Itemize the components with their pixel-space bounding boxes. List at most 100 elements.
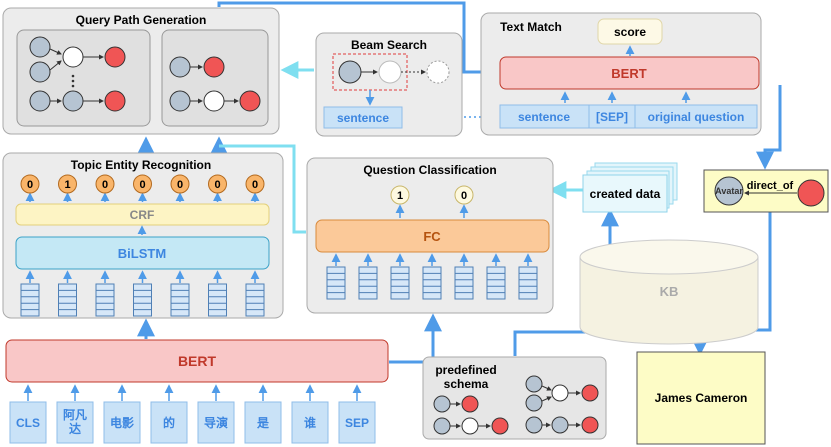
ner-hidden-stack xyxy=(20,283,40,317)
created-data-stack: created data xyxy=(582,162,678,213)
token-box xyxy=(9,401,47,444)
qc-hidden-stack xyxy=(454,266,474,300)
qc-output-label: 0 xyxy=(461,190,467,202)
text-match-title: Text Match xyxy=(500,20,562,34)
qp-node-red xyxy=(104,46,126,68)
beam-node-white xyxy=(378,60,402,84)
token-box xyxy=(103,401,141,444)
ner-hidden-stack xyxy=(208,283,227,317)
token-box xyxy=(244,401,282,444)
token-box xyxy=(56,401,94,444)
qp-node-gray xyxy=(29,61,51,83)
text-match-bert: BERT xyxy=(611,66,646,81)
ner-hidden-stack xyxy=(58,283,77,317)
ner-output-label: 0 xyxy=(177,179,183,191)
answer-path-box: Avatar direct_of xyxy=(703,169,829,213)
ner-output-label: 0 xyxy=(27,179,33,191)
token-box xyxy=(197,401,235,444)
ter-title: Topic Entity Recognition xyxy=(71,158,211,172)
tm-original-question-label: original question xyxy=(648,110,745,124)
ner-output-node xyxy=(170,174,190,194)
qc-output-node xyxy=(390,185,410,205)
qp-node-red xyxy=(239,90,261,112)
qp-node-white xyxy=(62,46,84,68)
qp-node-gray xyxy=(29,36,51,58)
ner-stack-group xyxy=(20,270,265,317)
token-label: 导演 xyxy=(204,415,228,430)
token-label: 谁 xyxy=(304,415,316,430)
crf-label: CRF xyxy=(130,208,155,222)
direct-of-label: direct_of xyxy=(747,180,794,192)
ner-hidden-stack xyxy=(133,283,152,317)
ner-output-node xyxy=(58,174,77,194)
qp-node-gray xyxy=(169,90,191,112)
qc-output-node xyxy=(454,185,474,205)
created-data-label: created data xyxy=(590,187,661,201)
score-label: score xyxy=(614,25,646,39)
ter-panel: Topic Entity Recognition 0 1 0 0 0 0 0 CRF BiL… xyxy=(2,152,284,319)
qp-node-gray xyxy=(62,90,84,112)
ner-output-node xyxy=(245,174,265,194)
ner-hidden-stack xyxy=(170,283,190,317)
token-label: 的 xyxy=(163,415,175,430)
beam-search-panel: Beam Search sentence xyxy=(315,32,463,137)
qc-hidden-stack xyxy=(390,266,410,300)
beam-node-dashed xyxy=(426,60,450,84)
director-node xyxy=(797,179,825,207)
qc-output-label: 1 xyxy=(397,190,403,202)
ner-output-label: 0 xyxy=(102,179,108,191)
ner-output-label: 0 xyxy=(252,179,258,191)
qc-stack-group xyxy=(326,253,538,300)
token-box xyxy=(150,401,188,444)
token-label: CLS xyxy=(16,416,40,430)
ner-output-label: 1 xyxy=(64,179,70,191)
ner-hidden-stack xyxy=(245,283,265,317)
beam-search-title: Beam Search xyxy=(351,38,427,52)
qp-node-red xyxy=(104,90,126,112)
qp-node-gray xyxy=(29,90,51,112)
answer-box: James Cameron xyxy=(636,351,766,445)
avatar-label: Avatar xyxy=(715,186,743,196)
token-group: CLS 阿凡达 电影 的 导演 是 谁 SEP xyxy=(9,384,376,444)
qc-hidden-stack xyxy=(518,266,538,300)
qp-node-white xyxy=(203,90,225,112)
ner-output-group: 0 1 0 0 0 0 0 xyxy=(20,174,265,202)
ner-output-node xyxy=(20,174,40,194)
ner-output-node xyxy=(95,174,115,194)
james-cameron-label: James Cameron xyxy=(655,391,748,405)
main-bert-section: BERT CLS 阿凡达 电影 的 导演 是 谁 SEP xyxy=(5,339,389,444)
qc-title: Question Classification xyxy=(363,163,496,177)
tm-sentence-label: sentence xyxy=(518,110,570,124)
qc-hidden-stack xyxy=(486,266,506,300)
kb-cylinder: KB xyxy=(579,239,759,345)
avatar-node xyxy=(714,176,744,206)
token-box xyxy=(338,401,376,444)
ner-output-label: 0 xyxy=(214,179,220,191)
token-box xyxy=(291,401,329,444)
qc-hidden-stack xyxy=(358,266,378,300)
tm-sep-label: [SEP] xyxy=(596,110,628,124)
query-path-title: Query Path Generation xyxy=(76,13,207,27)
qc-hidden-stack xyxy=(422,266,442,300)
ner-output-node xyxy=(208,174,227,194)
token-label: SEP xyxy=(345,416,369,430)
bilstm-label: BiLSTM xyxy=(118,246,166,261)
text-match-panel: Text Match score BERT sentence [SEP] ori… xyxy=(480,12,762,136)
kb-label: KB xyxy=(660,284,679,299)
fc-label: FC xyxy=(423,229,441,244)
beam-node-gray xyxy=(338,60,362,84)
token-label: 阿凡达 xyxy=(63,408,87,436)
beam-sentence-label: sentence xyxy=(337,111,389,125)
main-bert-label: BERT xyxy=(178,353,217,369)
token-label: 电影 xyxy=(110,415,134,430)
query-path-panel: Query Path Generation xyxy=(2,7,280,135)
token-label: 是 xyxy=(256,416,270,430)
ner-output-label: 0 xyxy=(139,179,145,191)
qp-node-gray xyxy=(169,56,191,78)
ner-hidden-stack xyxy=(95,283,115,317)
qc-hidden-stack xyxy=(326,266,346,300)
